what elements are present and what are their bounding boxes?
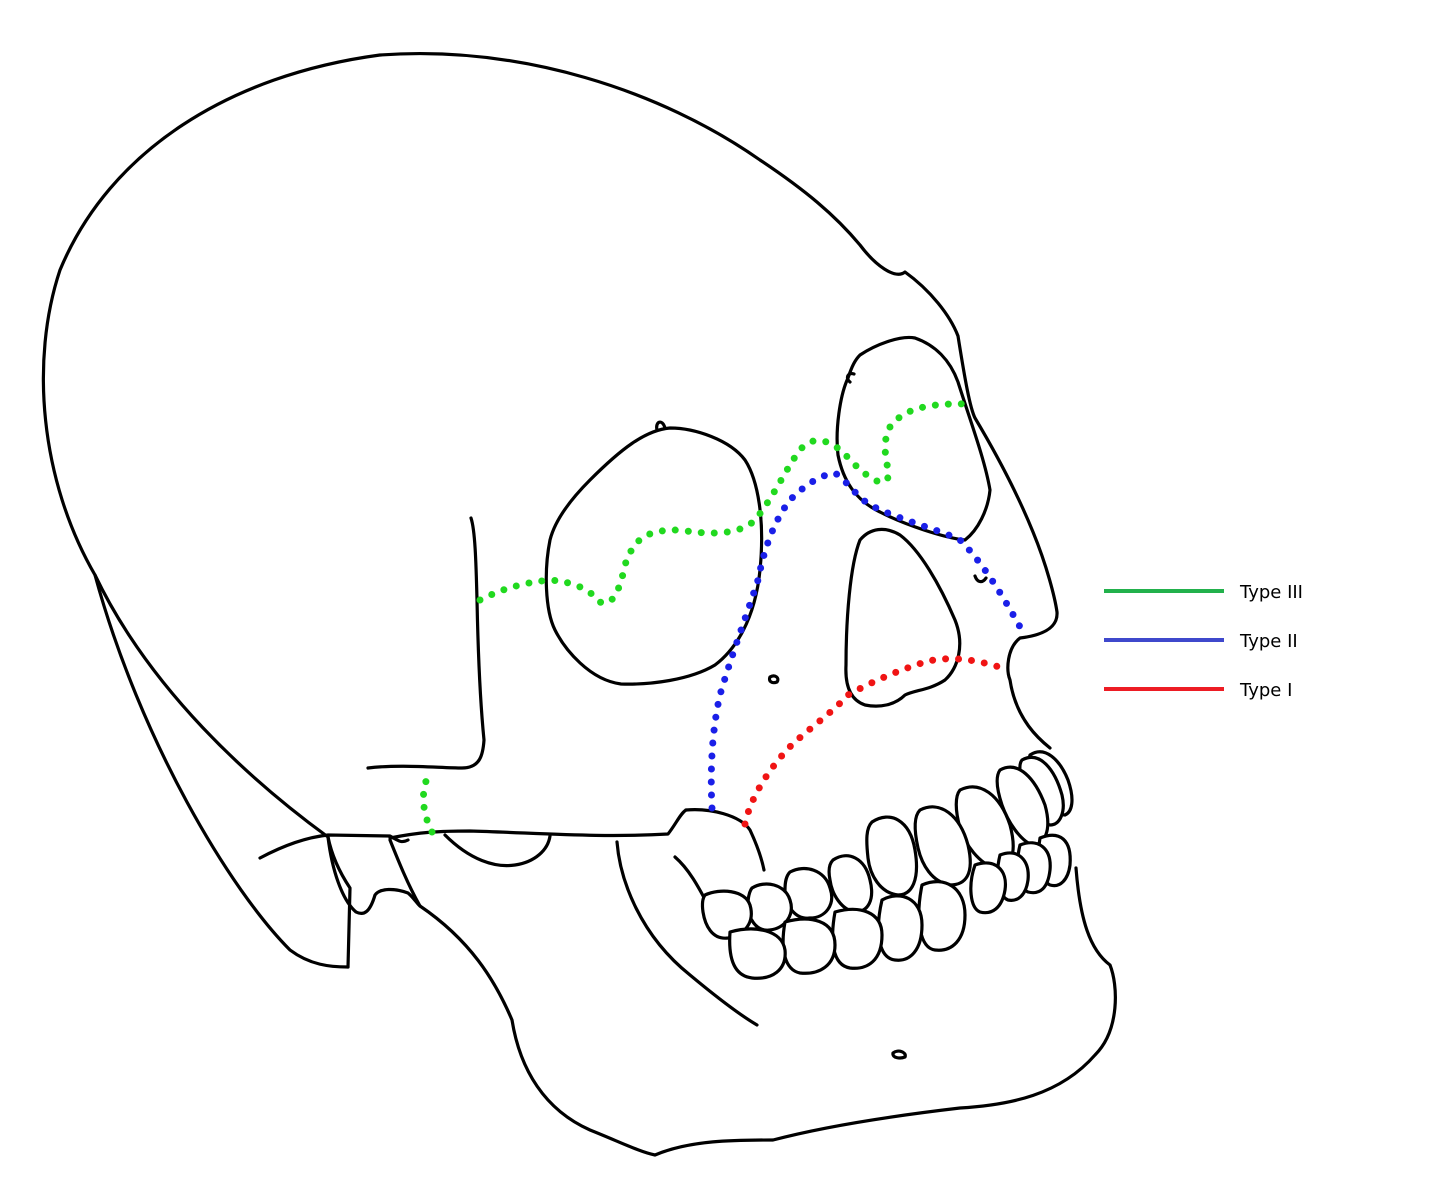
skull-drawing xyxy=(41,52,1117,1157)
mandible-condyle xyxy=(326,835,422,916)
mandible-body xyxy=(418,866,1117,1157)
cranium-outline xyxy=(41,52,1059,969)
mandible-ramus-back xyxy=(388,838,422,908)
right-orbit-notch xyxy=(845,372,856,384)
left-orbit xyxy=(544,426,764,686)
type-iii-fracture-line xyxy=(419,768,436,836)
zygomatic-arch xyxy=(366,516,486,770)
legend-item-type-ii: Type II xyxy=(1104,631,1298,652)
mental-foramen xyxy=(891,1049,907,1060)
left-orbit-notch xyxy=(655,420,667,432)
right-orbit xyxy=(835,335,992,542)
type-i-fracture-line xyxy=(741,655,1012,828)
mandibular-notch xyxy=(443,833,552,868)
legend-item-type-iii: Type III xyxy=(1104,582,1303,603)
upper-teeth xyxy=(700,750,1074,940)
legend-item-type-i: Type I xyxy=(1104,680,1292,701)
nasal-aperture xyxy=(844,527,962,708)
cranium-back-lower xyxy=(258,833,410,860)
type-iii-fracture-line-orbit xyxy=(476,400,969,607)
maxilla-tuberosity xyxy=(684,808,766,872)
skull-base-left xyxy=(93,573,350,969)
mandible-inner-line xyxy=(615,840,759,1027)
fracture-lines xyxy=(419,400,1029,836)
legend-label-type-ii: Type II xyxy=(1239,631,1298,652)
infraorbital-foramen xyxy=(767,674,780,685)
nasal-notch-mark xyxy=(973,574,988,584)
legend-label-type-iii: Type III xyxy=(1239,582,1303,603)
legend: Type III Type II Type I xyxy=(1104,582,1303,701)
type-ii-fracture-line xyxy=(707,469,1029,812)
lower-teeth xyxy=(728,833,1072,980)
zygomatic-lower-edge xyxy=(388,808,688,840)
legend-label-type-i: Type I xyxy=(1239,680,1292,701)
